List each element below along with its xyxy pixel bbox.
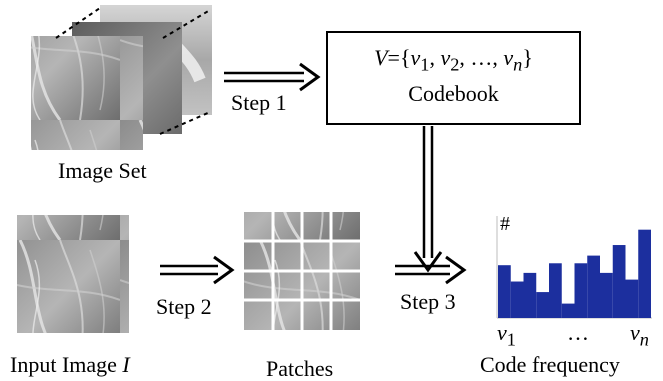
arrow-step1 xyxy=(224,62,321,92)
formula-vn: v xyxy=(503,45,514,70)
input-image-variable: I xyxy=(122,352,130,377)
input-image xyxy=(17,215,129,333)
formula-v2: v xyxy=(440,45,451,70)
formula-ellipsis: … xyxy=(470,45,493,70)
patches-grid xyxy=(244,212,360,330)
code-frequency-label: Code frequency xyxy=(480,352,620,377)
histogram-bar-v6 xyxy=(561,303,575,318)
histogram-x-dots: … xyxy=(567,320,589,345)
dotted-connector-left xyxy=(55,7,101,39)
arrow-step2 xyxy=(160,255,235,285)
histogram-y-symbol: # xyxy=(500,213,510,235)
histogram-bar-v2 xyxy=(510,281,524,318)
histogram-bar-v9 xyxy=(600,272,613,318)
step2-label: Step 2 xyxy=(156,294,212,319)
formula-eq: ={ xyxy=(387,45,411,70)
arrow-codebook-down xyxy=(413,126,443,273)
formula-sep2: , xyxy=(459,45,471,70)
histogram-bar-v3 xyxy=(523,272,537,318)
histogram-bar-v10 xyxy=(612,245,626,318)
histogram-bar-v5 xyxy=(549,263,562,318)
input-image-label: Input Image I xyxy=(10,354,130,376)
image-set-front-frame xyxy=(31,36,143,150)
formula-sub2: 2 xyxy=(450,54,460,75)
formula-v1: v xyxy=(410,45,421,70)
histogram-x-last: vn xyxy=(630,322,649,349)
codebook-title: Codebook xyxy=(408,80,499,106)
formula-sub1: 1 xyxy=(420,54,430,75)
formula-sep1: , xyxy=(429,45,441,70)
histogram-bar-v12 xyxy=(638,229,651,318)
x-first-sub: 1 xyxy=(506,329,516,350)
x-first-v: v xyxy=(497,320,507,345)
image-set-label: Image Set xyxy=(58,158,147,183)
histogram-x-first: v1 xyxy=(497,322,516,349)
histogram-bar-v11 xyxy=(625,279,639,318)
code-frequency-histogram xyxy=(496,216,652,319)
formula-sep3: , xyxy=(492,45,504,70)
input-image-label-text: Input Image xyxy=(10,352,123,377)
step3-label: Step 3 xyxy=(400,289,456,314)
codebook-box: V={v1, v2, …, vn} Codebook xyxy=(326,31,581,125)
formula-sub-n: n xyxy=(513,54,523,75)
histogram-bar-v4 xyxy=(536,292,549,318)
formula-lhs: V xyxy=(374,45,388,70)
arrow-step3 xyxy=(395,255,467,285)
dotted-connector-bottom-right xyxy=(159,111,211,135)
image-set-stack xyxy=(31,5,212,150)
x-last-sub: n xyxy=(639,329,649,350)
histogram-bar-v1 xyxy=(498,265,511,318)
codebook-formula: V={v1, v2, …, vn} xyxy=(328,45,579,75)
x-last-v: v xyxy=(630,320,640,345)
formula-close: } xyxy=(522,45,533,70)
histogram-bar-v7 xyxy=(574,263,588,318)
patches-label: Patches xyxy=(266,356,334,381)
step1-label: Step 1 xyxy=(231,90,287,115)
histogram-bar-v8 xyxy=(587,255,600,318)
dotted-connector-top-right xyxy=(162,9,211,39)
